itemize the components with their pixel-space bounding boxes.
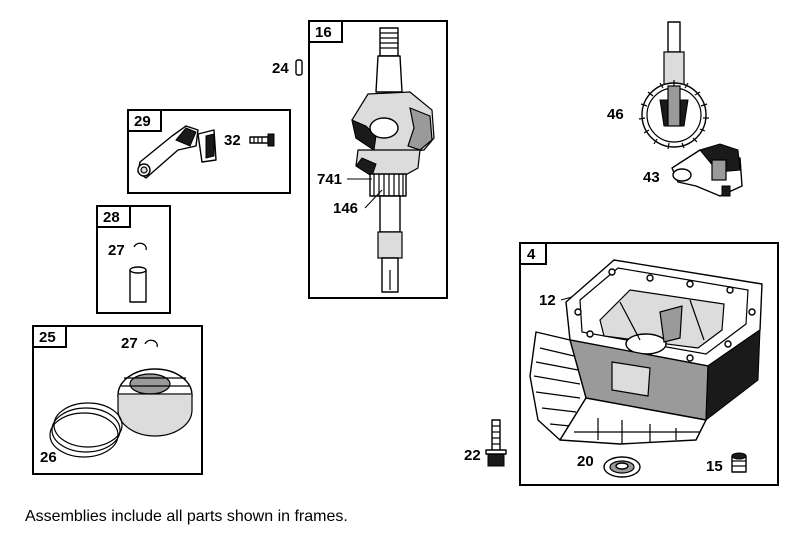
part-43-bracket: 43 [643,143,743,197]
part-26-piston-rings [49,402,123,458]
callout-27a: 27 [108,242,125,259]
frame-28-piston-pin: 28 27 [96,205,171,314]
sump-drawing [529,259,763,445]
cam-gear-teeth [638,80,709,150]
part-22-bolt: 22 [464,419,507,467]
callout-12: 12 [539,292,556,309]
part-20-oil-seal [603,456,641,478]
part-24-key: 24 [272,59,303,77]
part-27-retainer-b [144,339,158,348]
callout-22: 22 [464,447,481,464]
frame-4-sump: 4 12 [519,242,779,486]
part-piston-pin [129,266,147,303]
footnote: Assemblies include all parts shown in fr… [25,508,348,525]
frame-25-piston: 25 27 26 [32,325,203,475]
part-32-bolt [249,133,275,147]
frame-29-connecting-rod: 29 32 [127,109,291,194]
crankshaft-drawing [351,27,435,293]
frame-16-crankshaft: 16 [308,20,448,299]
callout-46: 46 [607,106,624,123]
callout-741: 741 [317,171,342,188]
callout-20: 20 [577,453,594,470]
cam-gear-drawing [638,21,709,150]
part-27-retainer [133,242,147,251]
callout-26: 26 [40,449,57,466]
frame-28-label: 28 [103,209,120,226]
part-piston [117,368,193,437]
callout-27b: 27 [121,335,138,352]
callout-15: 15 [706,458,723,475]
callout-32: 32 [224,132,241,149]
part-46-camshaft: 46 [607,21,709,150]
callout-146: 146 [333,200,358,217]
frame-25-label: 25 [39,329,56,346]
frame-16-label: 16 [315,24,332,41]
part-15-drain-plug [731,452,747,473]
frame-4-label: 4 [527,246,536,263]
frame-29-label: 29 [134,113,151,130]
callout-43: 43 [643,169,660,186]
callout-24: 24 [272,60,289,77]
connecting-rod-drawing [137,125,217,179]
